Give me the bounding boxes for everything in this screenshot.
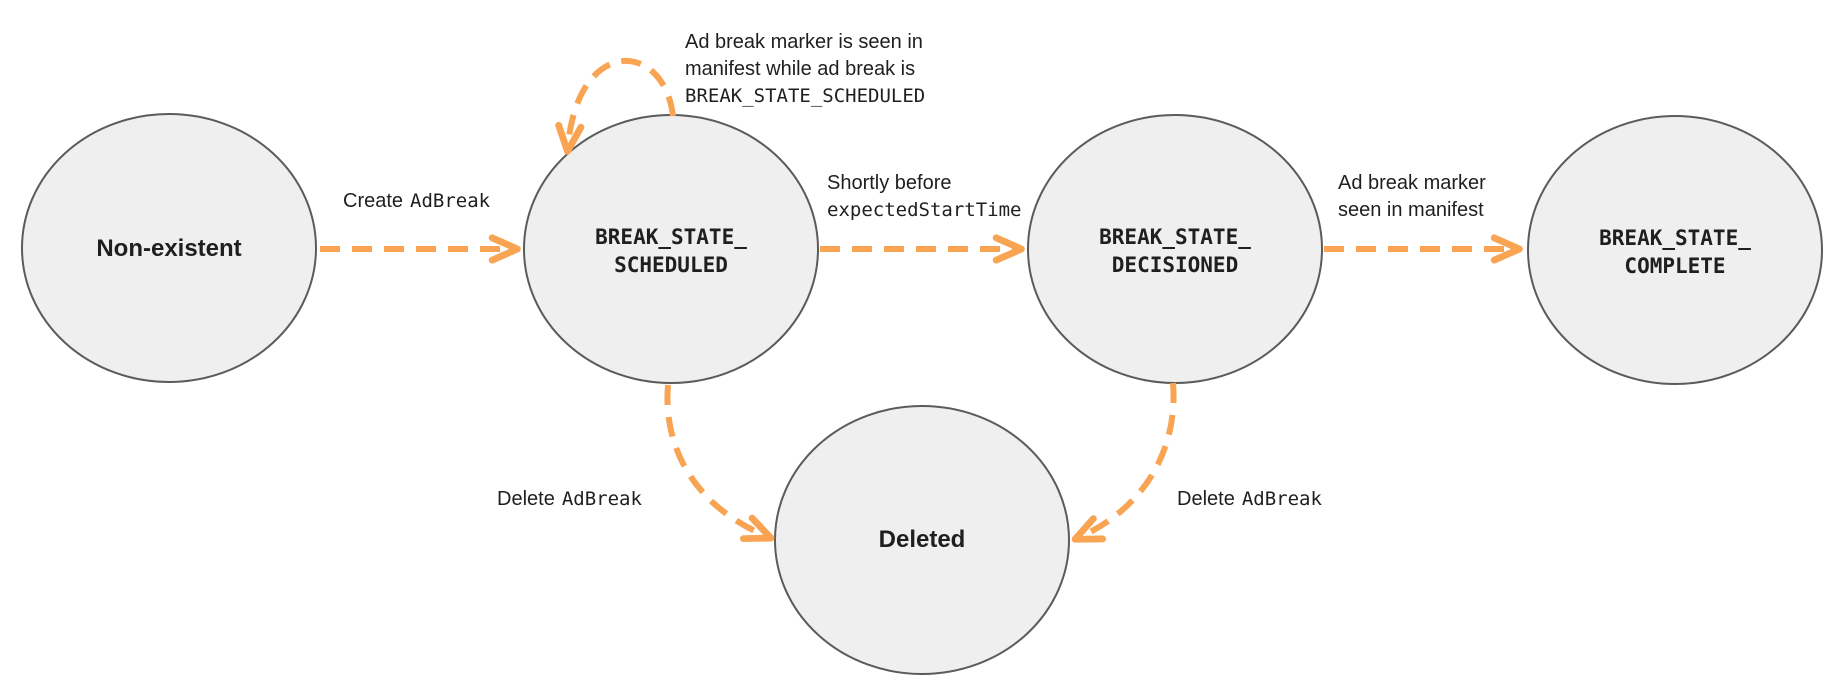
node-non-existent bbox=[21, 113, 317, 383]
edge-label-code: AdBreak bbox=[1241, 488, 1322, 510]
node-label-line2: DECISIONED bbox=[1111, 253, 1239, 277]
node-label-line1: BREAK_STATE_ bbox=[1099, 225, 1251, 249]
edge-label-shortly-before: Shortly before expectedStartTime bbox=[827, 170, 1021, 224]
node-label-line2: SCHEDULED bbox=[614, 253, 728, 277]
node-label-break-state-decisioned: BREAK_STATE_ DECISIONED bbox=[1099, 223, 1251, 279]
node-label-line2: COMPLETE bbox=[1624, 254, 1726, 278]
edge-decisioned-to-deleted bbox=[1071, 382, 1177, 543]
edge-label-plain: Delete bbox=[497, 488, 555, 510]
edge-label-code: AdBreak bbox=[410, 190, 491, 212]
edge-label-plain: Shortly before bbox=[827, 172, 952, 194]
edge-label-line1: Ad break marker is seen in bbox=[685, 31, 923, 53]
node-break-state-complete bbox=[1527, 115, 1823, 385]
node-label-text: Deleted bbox=[878, 526, 966, 553]
edge-scheduled-to-deleted bbox=[664, 384, 775, 543]
edge-label-code: AdBreak bbox=[561, 488, 642, 510]
edge-label-line2: seen in manifest bbox=[1338, 199, 1484, 221]
edge-label-delete-adbreak-left: Delete AdBreak bbox=[497, 486, 642, 513]
edge-label-code: expectedStartTime bbox=[827, 199, 1022, 221]
node-label-break-state-complete: BREAK_STATE_ COMPLETE bbox=[1599, 224, 1751, 280]
edge-label-delete-adbreak-right: Delete AdBreak bbox=[1177, 486, 1322, 513]
edge-label-marker-seen: Ad break marker seen in manifest bbox=[1338, 170, 1486, 224]
node-label-break-state-scheduled: BREAK_STATE_ SCHEDULED bbox=[595, 223, 747, 279]
node-label-line1: BREAK_STATE_ bbox=[595, 225, 747, 249]
edge-label-plain: Create bbox=[343, 190, 404, 212]
edge-label-plain: Delete bbox=[1177, 488, 1235, 510]
edge-label-line2: manifest while ad break is bbox=[685, 58, 916, 80]
node-label-deleted: Deleted bbox=[879, 526, 966, 554]
edge-label-code: BREAK_STATE_SCHEDULED bbox=[685, 85, 926, 107]
node-label-line1: BREAK_STATE_ bbox=[1599, 226, 1751, 250]
node-label-non-existent: Non-existent bbox=[96, 235, 241, 263]
edge-label-self-loop: Ad break marker is seen in manifest whil… bbox=[685, 29, 925, 110]
edge-label-create-adbreak: Create AdBreak bbox=[343, 188, 490, 215]
node-label-text: Non-existent bbox=[96, 235, 242, 262]
node-deleted bbox=[774, 405, 1070, 675]
edge-label-line1: Ad break marker bbox=[1338, 172, 1486, 194]
